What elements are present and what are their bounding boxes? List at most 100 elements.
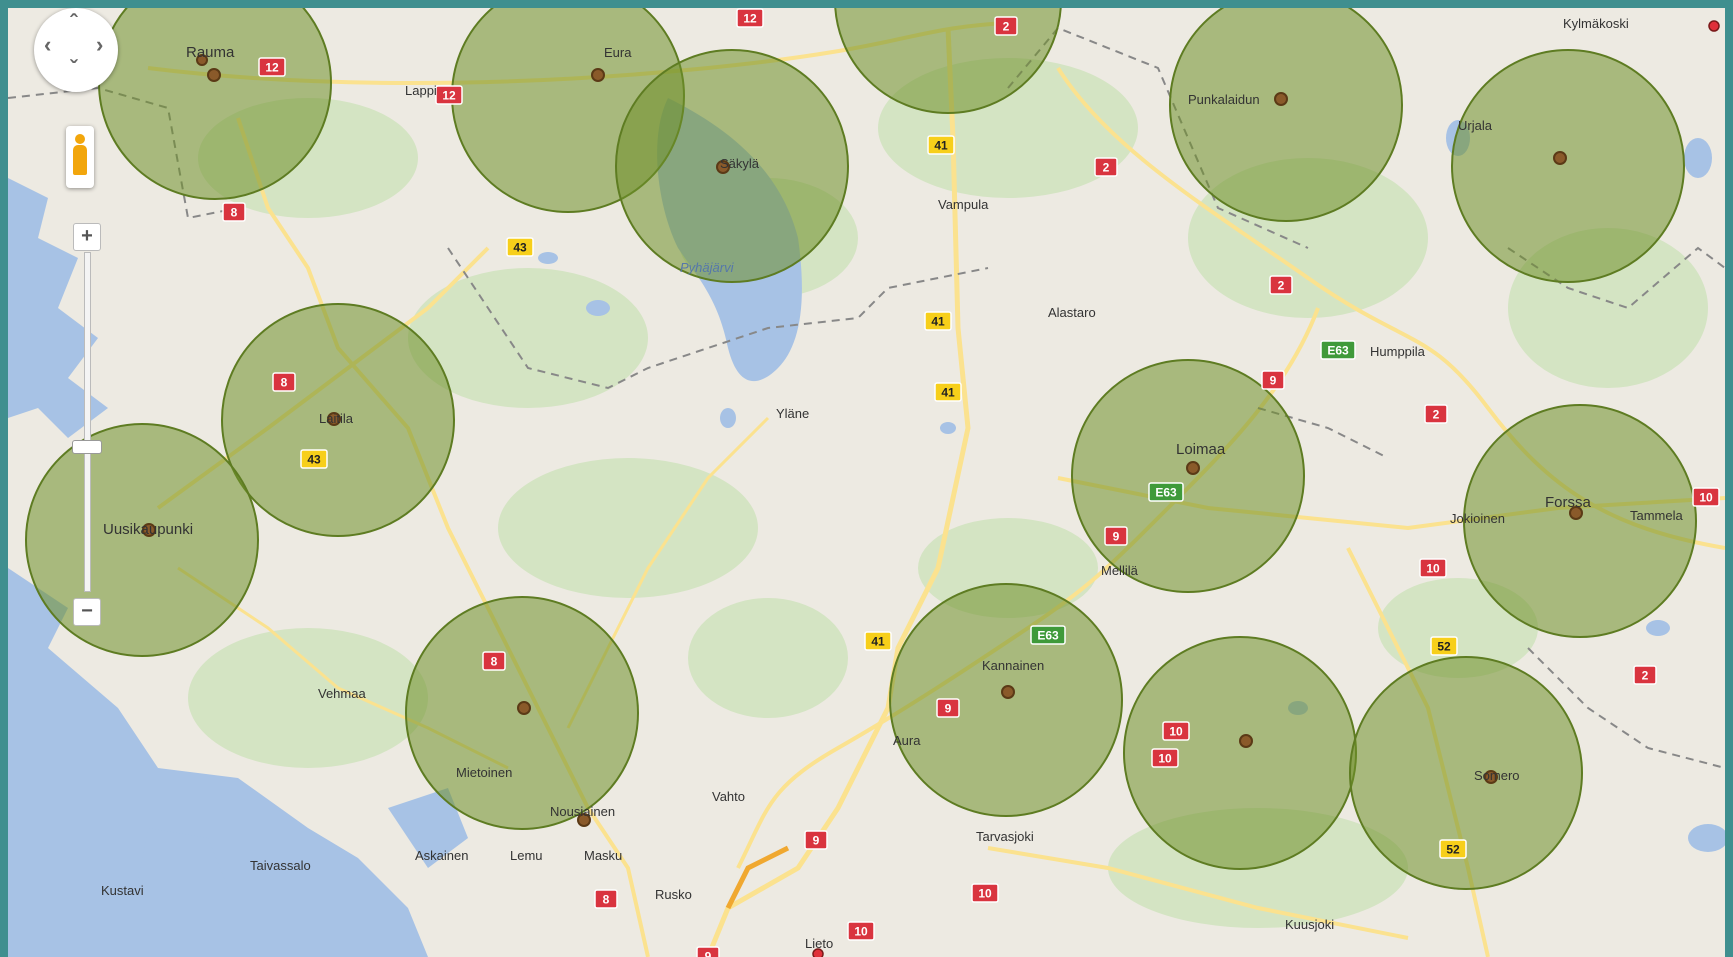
- place-label: Eura: [604, 45, 632, 60]
- station-marker[interactable]: [1569, 506, 1583, 520]
- road-shield-box: [482, 651, 506, 671]
- place-label: Somero: [1474, 768, 1520, 783]
- road-shield-label: 10: [854, 925, 868, 939]
- station-marker[interactable]: [716, 160, 730, 174]
- road-shield-box: [435, 85, 463, 105]
- road-shield-label: 41: [934, 139, 948, 153]
- place-label: Humppila: [1370, 344, 1426, 359]
- station-marker[interactable]: [812, 948, 824, 957]
- station-marker[interactable]: [1484, 770, 1498, 784]
- road-shield-box: [506, 237, 534, 257]
- place-label: Vampula: [938, 197, 989, 212]
- place-label: Jokioinen: [1450, 511, 1505, 526]
- road-shield-box: [1269, 275, 1293, 295]
- coverage-circle-somero[interactable]: [1349, 656, 1583, 890]
- map-layer: 1212128434141414122222E63E63E63999998843…: [8, 8, 1725, 957]
- road-shield-label: 8: [281, 376, 288, 390]
- station-marker[interactable]: [1274, 92, 1288, 106]
- coverage-circle-punkalaidun[interactable]: [1169, 8, 1403, 222]
- road-shield-label: 9: [1113, 530, 1120, 544]
- road-shield-box: [1030, 625, 1066, 645]
- road-shield-8: 8: [272, 372, 296, 392]
- station-marker[interactable]: [1708, 20, 1720, 32]
- road-shield-12: 12: [435, 85, 463, 105]
- road-shield-10: 10: [1151, 748, 1179, 768]
- station-marker[interactable]: [327, 412, 341, 426]
- road-shield-label: 2: [1642, 669, 1649, 683]
- station-marker[interactable]: [207, 68, 221, 82]
- road-shield-E63: E63: [1148, 482, 1184, 502]
- station-markers: [142, 20, 1720, 957]
- pan-right-icon[interactable]: ›: [96, 32, 104, 57]
- road-shield-box: [222, 202, 246, 222]
- road-shield-label: 10: [1169, 725, 1183, 739]
- road-shield-label: 12: [265, 61, 279, 75]
- road-shield-box: [1430, 636, 1458, 656]
- place-label: Nousiainen: [550, 804, 615, 819]
- road-shield-12: 12: [736, 8, 764, 28]
- station-marker[interactable]: [1001, 685, 1015, 699]
- road-shield-label: 8: [231, 206, 238, 220]
- station-marker[interactable]: [577, 813, 591, 827]
- station-marker[interactable]: [1186, 461, 1200, 475]
- street-view-pegman-icon[interactable]: [66, 126, 94, 188]
- road-shield-label: 41: [931, 315, 945, 329]
- zoom-slider-track[interactable]: [84, 252, 91, 592]
- coverage-circle-sakyla[interactable]: [615, 49, 849, 283]
- road-shield-9: 9: [696, 946, 720, 957]
- coverage-circle-urjala[interactable]: [1451, 49, 1685, 283]
- place-label: Rusko: [655, 887, 692, 902]
- place-label: Kustavi: [101, 883, 144, 898]
- road-shield-E63: E63: [1320, 340, 1356, 360]
- pan-left-icon[interactable]: ‹: [44, 32, 52, 57]
- road-shield-43: 43: [300, 449, 328, 469]
- coverage-circle-uusikaupunki[interactable]: [25, 423, 259, 657]
- road-shield-label: 9: [945, 702, 952, 716]
- road-shield-label: 9: [705, 950, 712, 957]
- road-shield-12: 12: [258, 57, 286, 77]
- pan-up-icon[interactable]: ˆ: [70, 10, 78, 35]
- road-shield-box: [272, 372, 296, 392]
- road-shield-label: 2: [1103, 161, 1110, 175]
- coverage-circles: [25, 8, 1697, 890]
- place-label: Urjala: [1458, 118, 1493, 133]
- road-shield-label: 12: [743, 12, 757, 26]
- place-label: Lappi: [405, 83, 437, 98]
- road-shield-box: [847, 921, 875, 941]
- road-shield-label: 41: [871, 635, 885, 649]
- pan-control[interactable]: ‹ › ˆ ˇ: [34, 8, 118, 92]
- coverage-circle-forssa[interactable]: [1463, 404, 1697, 638]
- road-shield-label: 10: [1158, 752, 1172, 766]
- road-shield-label: 8: [491, 655, 498, 669]
- zoom-out-button[interactable]: −: [73, 598, 101, 626]
- pan-down-icon[interactable]: ˇ: [70, 56, 78, 81]
- place-label: Vahto: [712, 789, 745, 804]
- road-shield-box: [1439, 839, 1467, 859]
- road-shield-8: 8: [482, 651, 506, 671]
- station-marker[interactable]: [196, 54, 208, 66]
- station-marker[interactable]: [517, 701, 531, 715]
- road-shield-43: 43: [506, 237, 534, 257]
- road-shield-52: 52: [1430, 636, 1458, 656]
- road-shield-10: 10: [1692, 487, 1720, 507]
- place-label: Forssa: [1545, 494, 1592, 511]
- road-shield-box: [696, 946, 720, 957]
- place-label: Tammela: [1630, 508, 1684, 523]
- station-marker[interactable]: [1553, 151, 1567, 165]
- zoom-in-button[interactable]: +: [73, 223, 101, 251]
- station-marker[interactable]: [1239, 734, 1253, 748]
- road-shield-label: 52: [1437, 640, 1451, 654]
- place-label: Kylmäkoski: [1563, 16, 1629, 31]
- road-shield-41: 41: [924, 311, 952, 331]
- station-marker[interactable]: [142, 523, 156, 537]
- station-marker[interactable]: [591, 68, 605, 82]
- place-label: Lieto: [805, 936, 833, 951]
- road-shield-box: [994, 16, 1018, 36]
- road-shield-label: 10: [1426, 562, 1440, 576]
- coverage-circle-loimaa[interactable]: [1071, 359, 1305, 593]
- zoom-slider-handle[interactable]: [72, 440, 102, 454]
- coverage-circle-kannainen[interactable]: [889, 583, 1123, 817]
- road-shield-label: 9: [813, 834, 820, 848]
- road-shield-2: 2: [994, 16, 1018, 36]
